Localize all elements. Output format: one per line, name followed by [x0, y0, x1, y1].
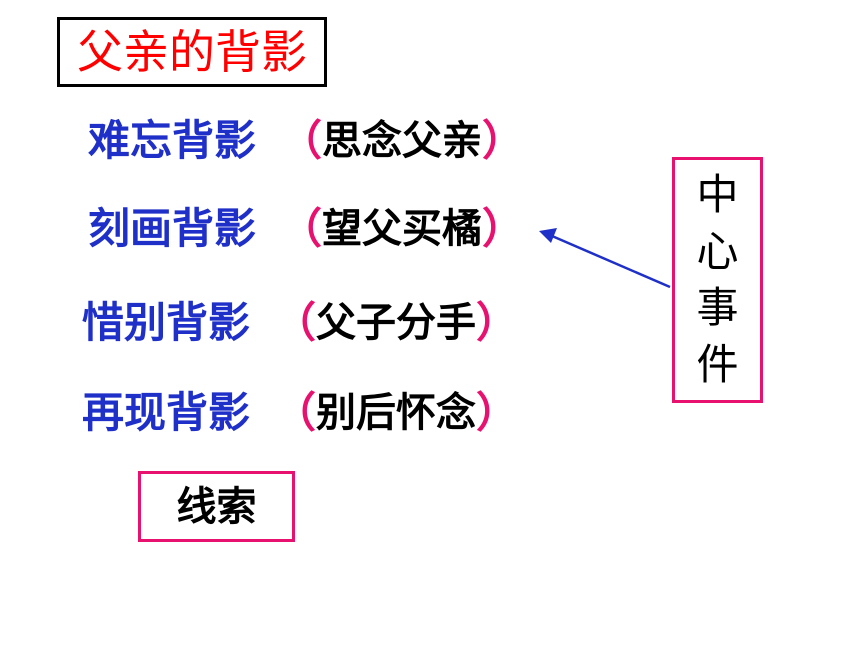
row-4: 再现背影 （ 别后怀念 ）: [82, 392, 518, 434]
event-label: 别后怀念: [316, 390, 477, 436]
open-paren: （: [280, 116, 323, 165]
center-event-box: 中 心 事 件: [672, 157, 763, 403]
open-paren: （: [280, 204, 323, 253]
center-event-char: 心: [696, 226, 739, 276]
open-paren: （: [274, 388, 317, 437]
stage-label: 刻画背影: [88, 204, 257, 253]
stage-label: 惜别背影: [82, 298, 251, 347]
clue-box: 线索: [138, 471, 295, 542]
arrow-line: [551, 234, 671, 289]
center-event-char: 件: [696, 339, 739, 389]
row-2: 刻画背影 （ 望父买橘 ）: [88, 208, 524, 250]
arrow-head-icon: [539, 228, 557, 243]
title-box: 父亲的背影: [57, 17, 327, 87]
close-paren: ）: [482, 204, 525, 253]
center-event-char: 事: [696, 283, 739, 333]
page-title: 父亲的背影: [77, 25, 307, 79]
stage-label: 再现背影: [82, 388, 251, 437]
close-paren: ）: [482, 116, 525, 165]
event-label: 父子分手: [316, 300, 477, 346]
row-1: 难忘背影 （ 思念父亲 ）: [88, 120, 524, 162]
center-event-char: 中: [696, 170, 739, 220]
open-paren: （: [274, 298, 317, 347]
event-label: 思念父亲: [322, 118, 483, 164]
close-paren: ）: [476, 388, 519, 437]
row-3: 惜别背影 （ 父子分手 ）: [82, 302, 518, 344]
clue-label: 线索: [176, 483, 257, 530]
event-label: 望父买橘: [322, 206, 483, 252]
stage-label: 难忘背影: [88, 116, 257, 165]
close-paren: ）: [476, 298, 519, 347]
